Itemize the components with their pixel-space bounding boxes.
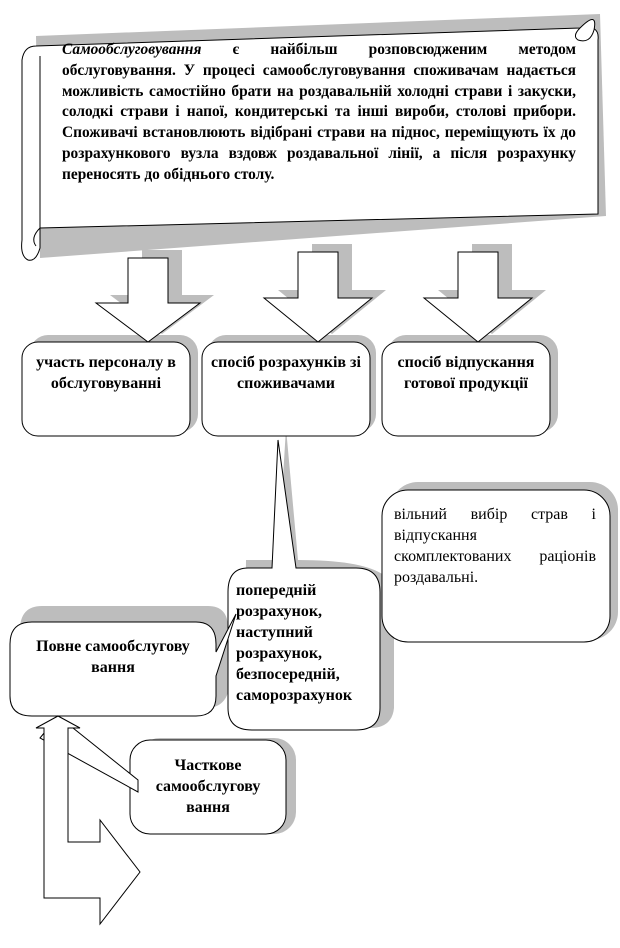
scroll-curl-top [574,19,596,42]
scroll-text: Самообслуговування є найбільш розповсюдж… [62,40,576,186]
box-payment [201,341,371,437]
callout-full [9,613,237,717]
label-payment: спосіб розрахунків зі споживачами [211,354,361,392]
scroll-banner [21,26,599,261]
label-payment-methods: попередній розрахунок, наступний розраху… [236,582,353,704]
scroll-curl-left-end [33,227,41,247]
label-staff: участь персоналу в обслуговуванні [36,354,176,392]
shape-layer [9,19,611,926]
callout-payment-methods [227,439,381,731]
box-dispensing [381,341,551,437]
label-full: Повне самообслугову вання [36,638,190,676]
arrow-down-2 [262,251,374,343]
box-free-choice [381,489,611,643]
label-dispensing: спосіб відпускання готової продукції [397,354,535,392]
bent-arrow [35,715,141,926]
label-partial: Часткове самообслугову вання [155,757,261,816]
box-staff [21,341,191,437]
arrow-down-1 [94,257,202,343]
arrow-down-3 [422,251,534,343]
scroll-body: є найбільш розповсюдженим методом обслуг… [62,41,576,183]
scroll-lead: Самообслуговування [62,41,202,58]
label-free-choice: вільний вибір страв і відпускання скомпл… [394,506,596,586]
